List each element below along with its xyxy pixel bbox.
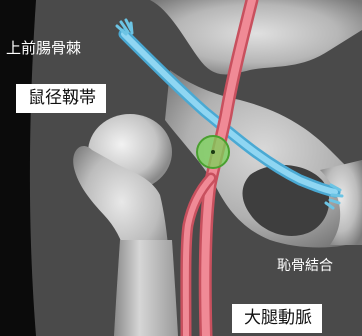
label-inguinal-ligament: 鼠径靱帯 — [16, 84, 106, 113]
label-femoral-artery: 大腿動脈 — [232, 304, 322, 333]
femoral-shaft — [114, 240, 178, 336]
label-asis: 上前腸骨棘 — [6, 41, 81, 56]
label-pubic-symphysis: 恥骨結合 — [277, 259, 333, 273]
palpation-marker-dot — [211, 150, 215, 154]
